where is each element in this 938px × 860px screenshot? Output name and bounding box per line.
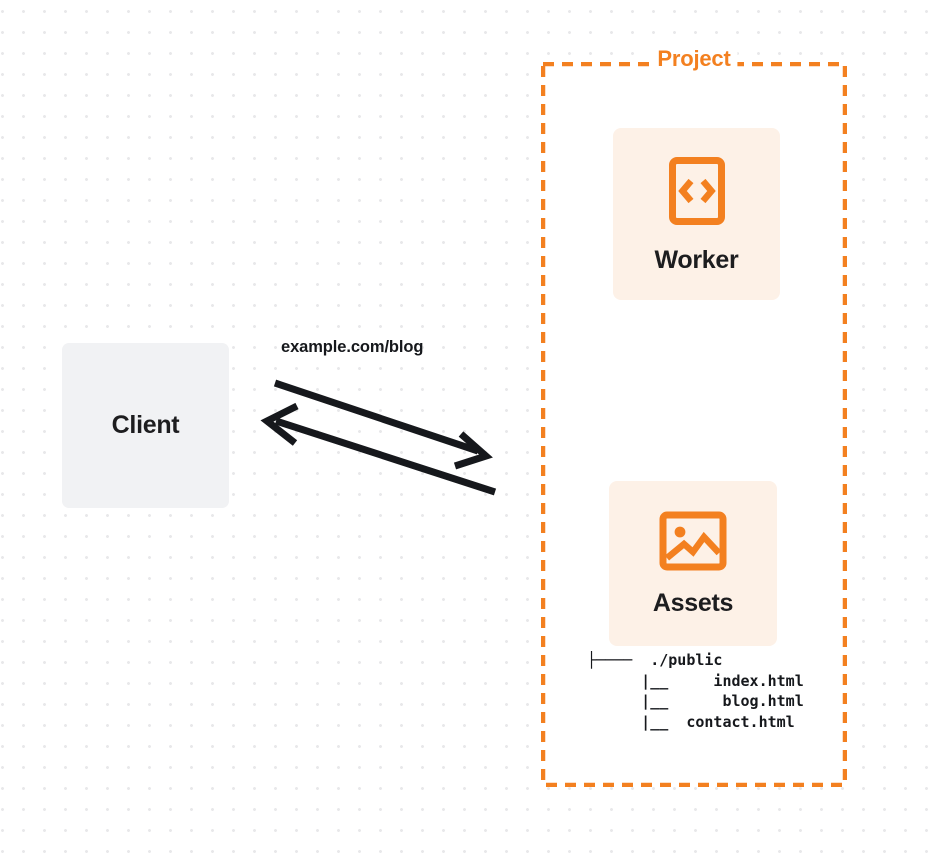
request-arrow xyxy=(273,379,493,470)
assets-file-tree: ├──── ./public |__ index.html |__ blog.h… xyxy=(587,650,804,733)
node-client[interactable]: Client xyxy=(62,343,229,508)
node-client-label: Client xyxy=(111,411,180,439)
response-arrow xyxy=(260,402,497,496)
node-assets-label: Assets xyxy=(652,589,734,617)
file-tree-row-contact: |__ contact.html xyxy=(587,713,795,732)
project-container[interactable]: Project Worker Assets ├──── ./public |__… xyxy=(541,46,847,787)
image-icon xyxy=(659,511,727,571)
node-worker[interactable]: Worker xyxy=(613,128,780,300)
project-title: Project xyxy=(650,46,738,72)
file-tree-row-index: |__ index.html xyxy=(587,671,804,690)
code-brackets-icon xyxy=(668,156,725,225)
node-assets[interactable]: Assets xyxy=(609,481,777,646)
node-worker-label: Worker xyxy=(654,245,739,274)
file-tree-row-root: ├──── ./public xyxy=(587,651,723,669)
edge-label-url: example.com/blog xyxy=(281,338,424,356)
file-tree-row-blog: |__ blog.html xyxy=(587,692,804,711)
